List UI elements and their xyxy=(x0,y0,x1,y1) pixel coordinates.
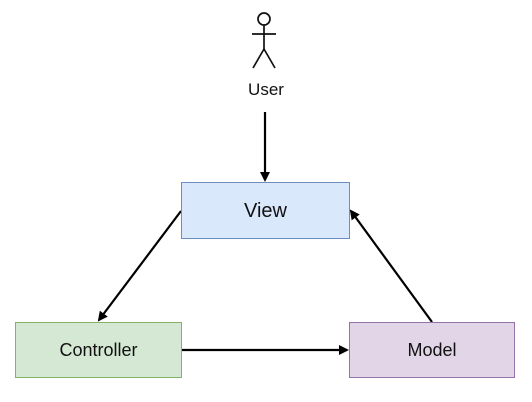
model-node-label: Model xyxy=(407,340,457,360)
edge-view-to-controller xyxy=(97,210,182,322)
model-node: Model xyxy=(349,322,515,378)
user-actor-icon xyxy=(252,12,276,69)
view-node: View xyxy=(181,182,350,239)
user-label: User xyxy=(248,80,284,99)
edge-model-to-view xyxy=(349,209,433,323)
controller-node-label: Controller xyxy=(59,340,138,360)
view-node-label: View xyxy=(244,199,287,222)
controller-node: Controller xyxy=(15,322,182,378)
